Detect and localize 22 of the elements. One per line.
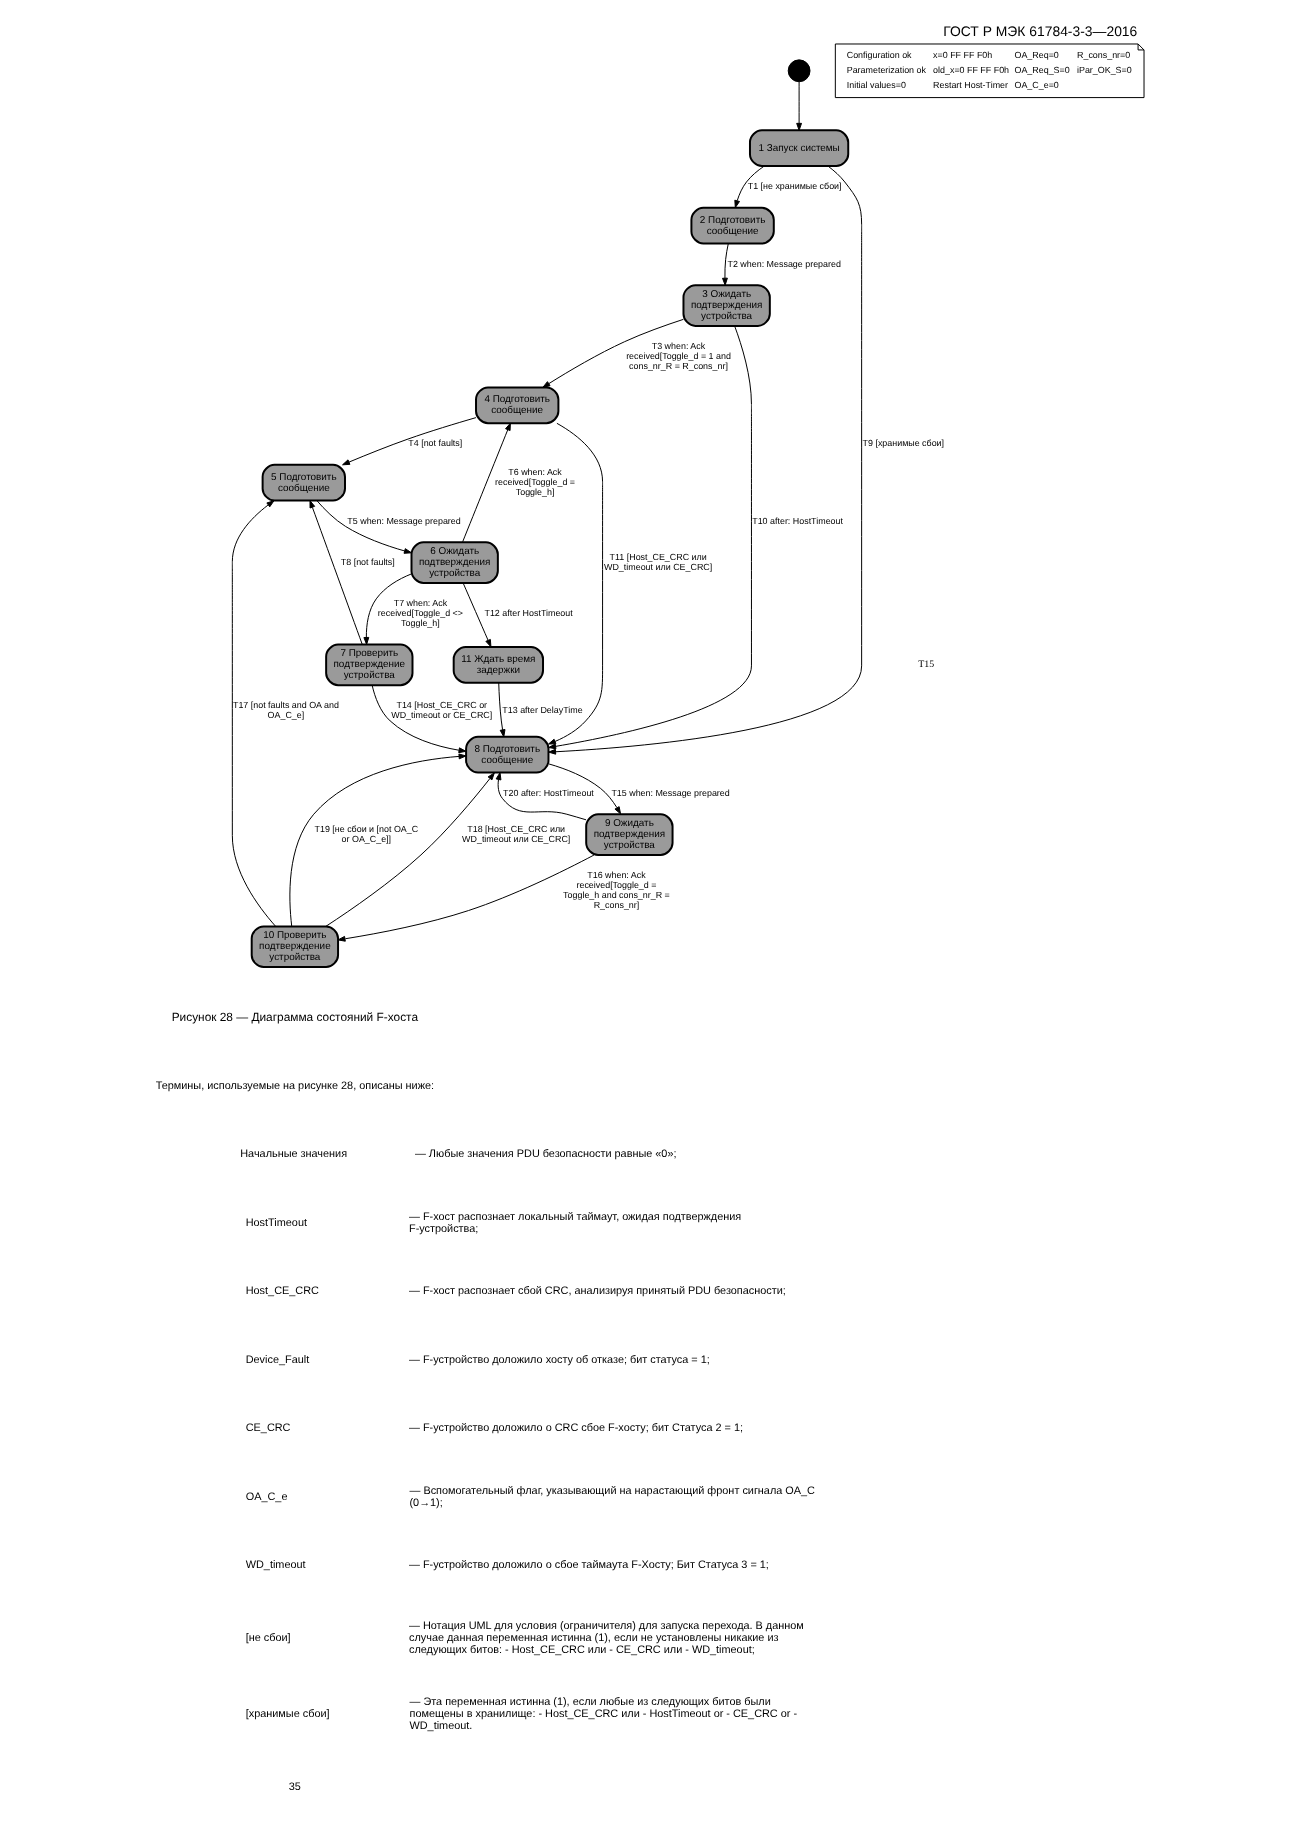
arrow (548, 763, 622, 815)
arrow (309, 500, 363, 645)
arrow (548, 325, 752, 750)
arrow (316, 500, 412, 554)
arrow (495, 772, 587, 821)
arrow (289, 753, 467, 927)
arrow (722, 243, 729, 286)
node-circle (787, 59, 811, 83)
arrow (796, 81, 803, 131)
arrow (548, 165, 863, 755)
arrow (542, 318, 684, 388)
arrow (342, 417, 477, 466)
arrow (498, 682, 506, 738)
arrow (462, 582, 492, 648)
arrow (734, 165, 765, 209)
arrow (548, 422, 604, 745)
arrow (462, 422, 511, 543)
arrow (231, 500, 276, 927)
arrow (371, 684, 467, 754)
arrow (325, 772, 495, 927)
arrow (363, 573, 412, 645)
arrow (337, 854, 595, 942)
